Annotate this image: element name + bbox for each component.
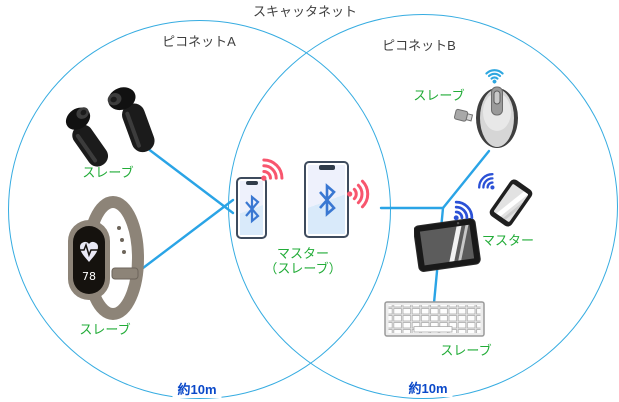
piconet-a-range-label: 約10m [172,379,222,398]
phone-notch [245,181,258,185]
wifi-signal-icon-blue-phone [478,173,495,190]
tablet-master-label: マスター [481,233,535,248]
master-label-line2: （スレーブ） [264,261,342,276]
mouse-icon [476,86,518,148]
piconet-b-label: ピコネットB [382,38,456,53]
bluetooth-icon [244,194,260,224]
keyboard-slave-label: スレーブ [440,343,492,358]
earbuds-icon [65,87,155,167]
band-slave-label: スレーブ [79,322,131,337]
wifi-signal-icon-red-2 [347,179,370,209]
wifi-signal-icon-red-1 [261,158,284,181]
tablet-icon [414,218,481,272]
mouse-slave-label: スレーブ [413,88,465,103]
piconet-b-range-label: 約10m [403,378,453,397]
wifi-signal-icon-blue-tablet [453,200,474,221]
master-label-line1: マスター [276,246,330,261]
piconet-b-circle [228,14,618,399]
slave-phone-icon [489,179,533,227]
band-screen-value: 78 [82,270,96,283]
master-phone-small-icon [236,177,267,239]
usb-dongle-icon [453,108,474,122]
fitness-band-icon: 78 [68,196,144,320]
wifi-signal-icon-mouse [485,69,504,84]
diagram-title: スキャッタネット [252,4,358,19]
master-phone-large-icon [304,161,349,238]
center-master-label: マスター （スレーブ） [264,246,341,276]
phone-notch [318,165,335,170]
keyboard-icon [384,301,485,337]
bluetooth-icon [318,183,336,217]
earbuds-slave-label: スレーブ [82,165,134,180]
piconet-a-label: ピコネットA [162,34,236,49]
